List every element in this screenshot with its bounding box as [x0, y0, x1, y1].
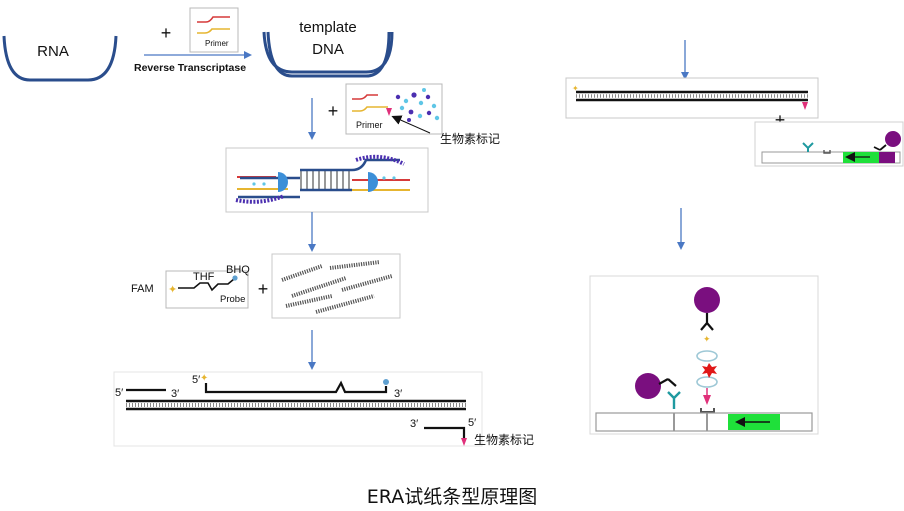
rna-label: RNA — [37, 43, 69, 60]
biotin-tag-icon-3 — [802, 102, 808, 110]
template-dna-vessel: template DNA — [262, 19, 394, 78]
probe-label: Probe — [220, 294, 245, 305]
reverse-transcriptase-label: Reverse Transcriptase — [134, 62, 246, 74]
primer-top-label: Primer — [205, 39, 229, 48]
burst-icon — [702, 363, 717, 378]
template-label-1: template — [299, 19, 357, 36]
amplification-panel — [225, 147, 429, 213]
prime-3-a: 3′ — [171, 388, 179, 400]
rna-vessel: RNA — [2, 35, 118, 82]
gold-particle-left — [635, 373, 661, 399]
bhq-label: BHQ — [226, 264, 250, 276]
plus-right: + — [775, 110, 786, 130]
primer-box-top: Primer — [189, 7, 239, 53]
fam-star-icon: ✦ — [168, 283, 177, 296]
detection-panel: ✦ — [589, 275, 819, 435]
biotin-label-1: 生物素标记 — [440, 132, 500, 146]
right-duplex-panel: ✦ — [565, 77, 819, 119]
fam-star-icon-2: ✦ — [703, 335, 711, 345]
primer-mid-label: Primer — [356, 120, 383, 130]
hybridization-panel: ✦ 5′ 3′ 5′ 3′ 3′ 5′ — [113, 371, 483, 447]
prime-3-c: 3′ — [410, 418, 418, 430]
plus-mid: + — [328, 101, 339, 121]
prime-5-c: 5′ — [468, 417, 476, 429]
fam-label: FAM — [131, 283, 154, 295]
plus-probe: + — [258, 279, 269, 299]
product-panel — [271, 253, 401, 319]
thf-label: THF — [193, 271, 215, 283]
prime-5-a: 5′ — [115, 387, 123, 399]
reagent-dots — [395, 88, 440, 122]
primer-enzyme-box: Primer — [345, 83, 443, 135]
figure-caption: ERA试纸条型原理图 — [366, 486, 538, 508]
bhq-dot — [232, 275, 238, 281]
prime-5-b: 5′ — [192, 374, 200, 386]
biotin-pointer — [391, 115, 431, 134]
probe-box: ✦ Probe — [165, 270, 249, 309]
biotin-tag-icon — [386, 108, 392, 116]
duplex-star-icon: ✦ — [572, 84, 579, 93]
template-label-2: DNA — [312, 41, 344, 58]
biotin-label-2: 生物素标记 — [474, 433, 534, 447]
biotin-tag-icon-2 — [461, 438, 467, 446]
gold-particle-top — [694, 287, 720, 313]
plus-top: + — [161, 23, 172, 43]
prime-3-b: 3′ — [394, 388, 402, 400]
test-strip-small — [754, 121, 904, 167]
biotin-tag-icon-4 — [703, 395, 711, 405]
probe-star-icon: ✦ — [200, 373, 208, 384]
